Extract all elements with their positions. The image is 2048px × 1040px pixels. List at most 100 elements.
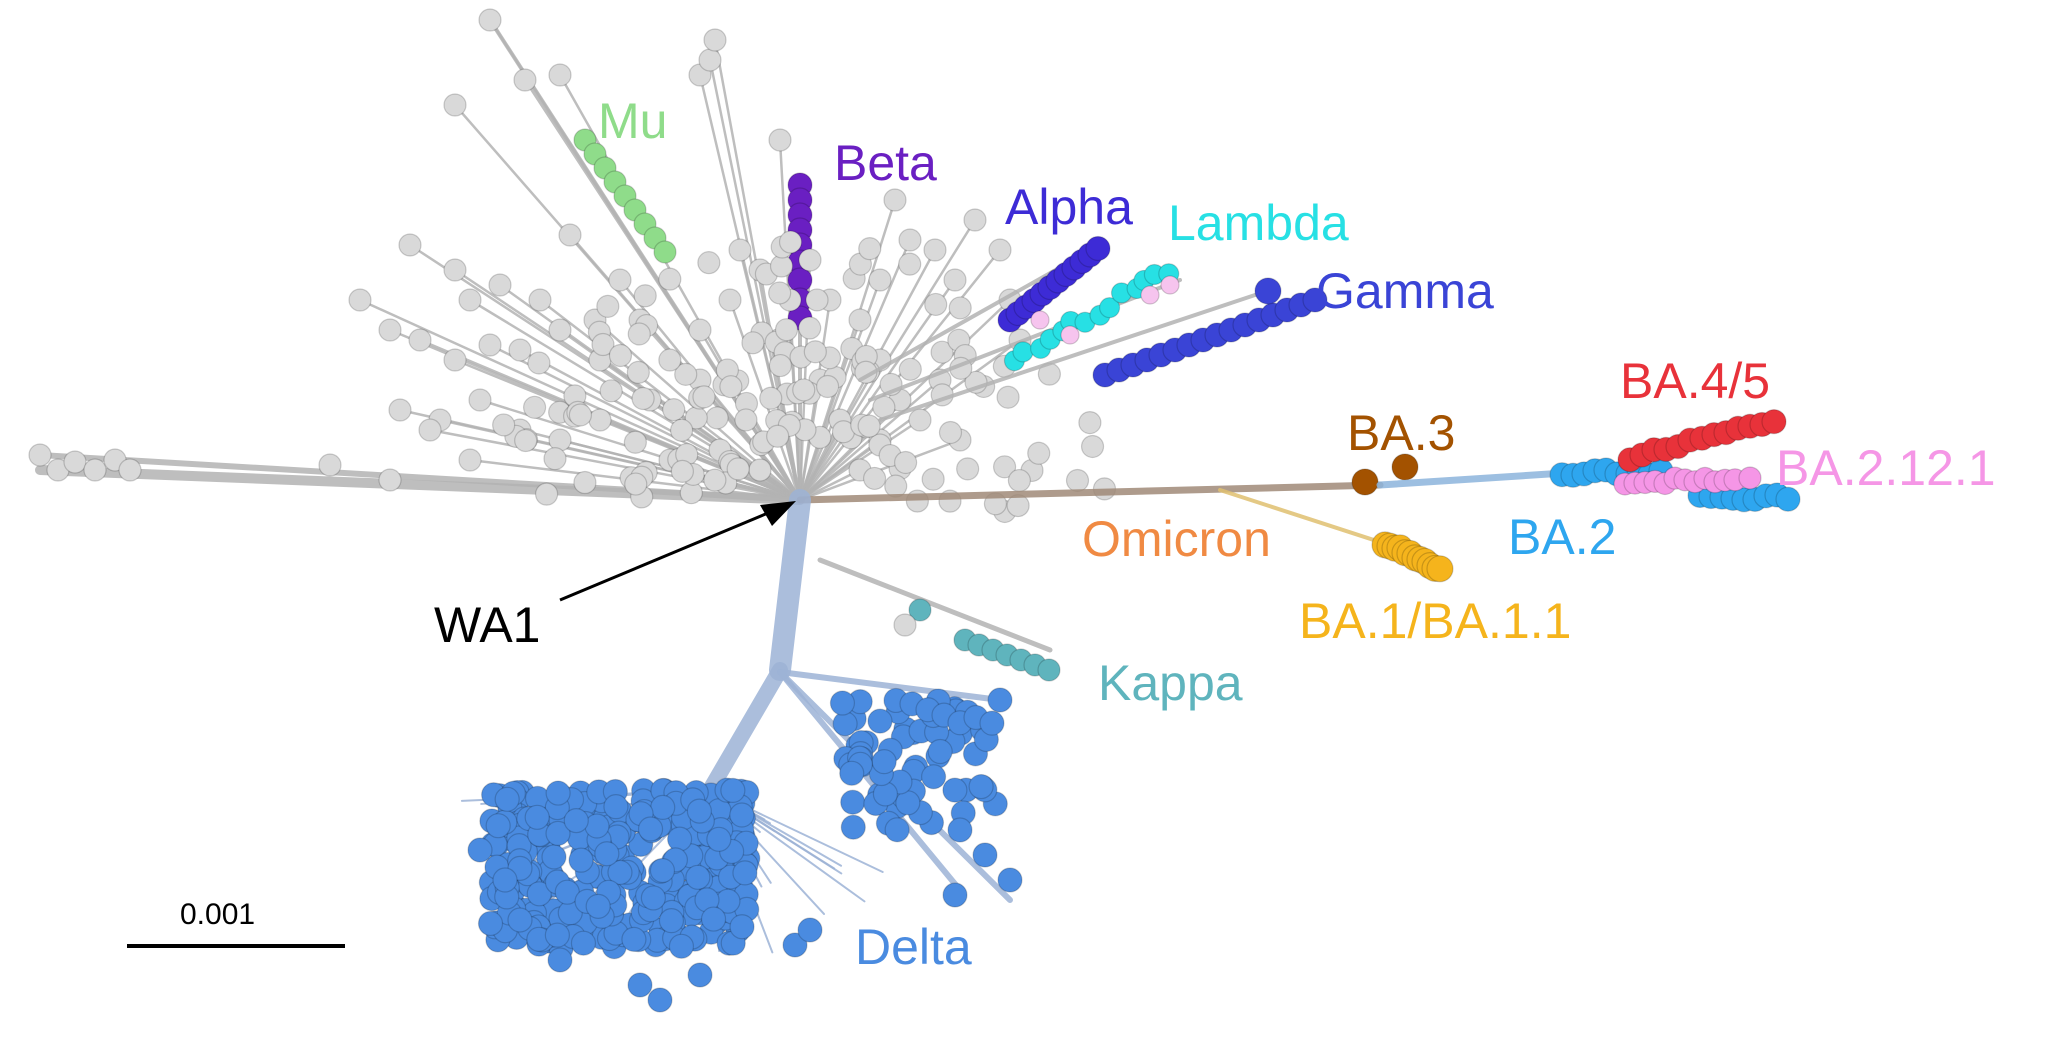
- ancestral-tip: [956, 457, 980, 481]
- ba11-tip: [1426, 555, 1454, 583]
- delta-tip: [720, 777, 746, 803]
- ancestral-tip: [408, 328, 432, 352]
- ancestral-tip: [908, 408, 932, 432]
- ancestral-tip: [669, 418, 694, 442]
- delta-tip: [637, 816, 664, 842]
- delta-tip: [871, 749, 897, 775]
- ancestral-tip: [774, 318, 799, 342]
- delta-tip: [607, 859, 633, 886]
- ancestral-branch: [798, 278, 957, 502]
- delta-tip: [997, 867, 1023, 893]
- ancestral-tip: [1078, 410, 1102, 435]
- delta-tip: [942, 777, 968, 803]
- ancestral-tip: [83, 458, 107, 482]
- lambda-tip: [1098, 297, 1121, 319]
- delta-tip: [494, 786, 520, 812]
- lambda-sub-tip: [1140, 285, 1160, 305]
- ancestral-tip: [670, 459, 694, 483]
- ancestral-tip: [805, 288, 829, 312]
- ancestral-tip: [893, 613, 917, 637]
- ancestral-tip: [468, 388, 492, 412]
- ancestral-tip: [768, 353, 792, 378]
- ancestral-tip: [921, 467, 945, 491]
- ancestral-tip: [626, 360, 650, 384]
- ba3-tip: [1351, 468, 1379, 496]
- delta-tip: [627, 972, 653, 998]
- ancestral-tip: [528, 288, 552, 312]
- clade-label-ba3: BA.3: [1347, 405, 1456, 461]
- ancestral-tip: [862, 466, 887, 491]
- ancestral-tip: [513, 68, 537, 92]
- delta-tip: [650, 794, 676, 820]
- delta-tip: [947, 817, 973, 843]
- ancestral-tip: [443, 93, 467, 117]
- lambda-sub-tip: [1160, 275, 1180, 295]
- ancestral-tip: [608, 268, 632, 292]
- clade-label-ba11: BA.1/BA.1.1: [1299, 593, 1572, 649]
- ancestral-tip: [988, 238, 1012, 262]
- ancestral-tip: [868, 268, 892, 292]
- delta-tip: [477, 910, 504, 937]
- ancestral-tip: [943, 268, 967, 292]
- ancestral-tip: [898, 252, 922, 276]
- delta-tip: [545, 820, 571, 847]
- ancestral-tip: [573, 470, 597, 495]
- delta-tip: [467, 837, 493, 863]
- delta-tip: [544, 922, 570, 948]
- ancestral-tip: [378, 318, 402, 342]
- delta-tip: [492, 867, 518, 893]
- root-label-wa1: WA1: [434, 597, 541, 653]
- kappa-branch: [817, 557, 1053, 653]
- ancestral-tip: [768, 281, 792, 305]
- delta-tip: [840, 814, 866, 840]
- delta-tip: [797, 917, 823, 943]
- ancestral-tip: [591, 332, 615, 357]
- clade-label-gamma: Gamma: [1316, 263, 1494, 319]
- ancestral-tip: [63, 450, 87, 474]
- clade-label-mu: Mu: [598, 93, 668, 149]
- ancestral-tip: [778, 230, 803, 254]
- ancestral-tip: [798, 316, 822, 340]
- kappa-tip: [908, 598, 932, 622]
- delta-tip: [687, 962, 713, 988]
- delta-tip: [541, 844, 567, 870]
- delta-tip: [884, 817, 910, 843]
- ancestral-tip: [492, 413, 516, 437]
- ancestral-tip: [508, 338, 532, 362]
- delta-tip: [979, 710, 1005, 736]
- ancestral-branch: [738, 248, 802, 502]
- clade-label-kappa: Kappa: [1098, 655, 1243, 711]
- clade-label-delta: Delta: [855, 919, 972, 975]
- ancestral-tip: [938, 420, 963, 445]
- ancestral-tip: [674, 362, 698, 386]
- ba2-tip: [1775, 486, 1801, 512]
- ancestral-tip: [930, 340, 954, 364]
- ancestral-tip: [798, 248, 822, 272]
- ancestral-tip: [697, 251, 721, 275]
- ancestral-tip: [631, 386, 655, 411]
- delta-tip: [485, 813, 511, 839]
- ancestral-tip: [118, 458, 142, 482]
- clade-label-alpha: Alpha: [1005, 179, 1133, 235]
- delta-tip: [526, 881, 552, 907]
- ancestral-tip: [418, 418, 442, 442]
- delta-tip: [585, 893, 611, 919]
- ancestral-tip: [28, 443, 52, 467]
- delta-tip: [782, 932, 808, 958]
- ancestral-tip: [898, 357, 922, 381]
- ancestral-tip: [741, 331, 765, 355]
- ancestral-tip: [633, 284, 657, 308]
- ancestral-tip: [478, 8, 502, 32]
- ancestral-tip: [768, 128, 792, 152]
- ancestral-tip: [857, 414, 881, 438]
- ancestral-tip: [692, 385, 716, 409]
- ancestral-tip: [1065, 468, 1090, 493]
- delta-tip: [972, 842, 998, 868]
- delta-tip: [987, 687, 1013, 713]
- delta-tip: [667, 826, 693, 852]
- ancestral-tip: [963, 208, 987, 232]
- ancestral-tip: [596, 294, 620, 318]
- delta-tip: [603, 794, 629, 820]
- delta-tip: [706, 826, 732, 852]
